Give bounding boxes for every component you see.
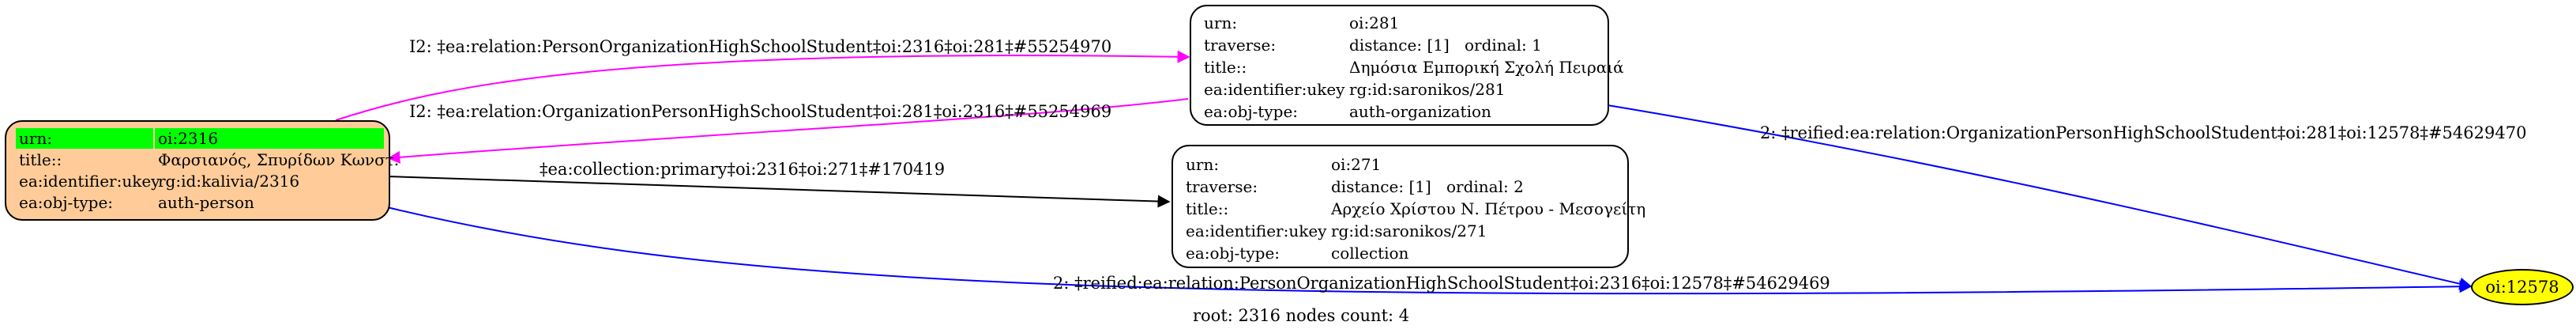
- collection-urn-value: oi:271: [1331, 155, 1382, 174]
- node-collection[interactable]: urn: oi:271 traverse: distance: [1] ordi…: [1171, 145, 1645, 268]
- person-title-key: title::: [19, 150, 62, 169]
- org-traverse-distance: distance: [1]: [1349, 36, 1450, 55]
- org-traverse-key: traverse:: [1204, 36, 1277, 55]
- person-urn-key: urn:: [16, 128, 153, 149]
- edge-org-to-person: [387, 98, 1189, 164]
- collection-title-value: Αρχείο Χρίστου Ν. Πέτρου - Μεσογείτη: [1331, 199, 1646, 218]
- edge-label-person-to-reified: 2: ‡reified:ea:relation:PersonOrganizati…: [1053, 274, 1830, 293]
- edge-person-to-org: [335, 50, 1190, 121]
- edge-org-to-reified: [1607, 104, 2473, 290]
- collection-type-key: ea:obj-type:: [1186, 244, 1280, 263]
- collection-traverse-distance: distance: [1]: [1331, 177, 1431, 196]
- node-person[interactable]: urn: oi:2316 title:: Φαρσιανός, Σπυρίδων…: [5, 120, 399, 221]
- collection-type-value: collection: [1331, 244, 1409, 263]
- person-type-key: ea:obj-type:: [19, 193, 114, 212]
- org-ukey-key: ea:identifier:ukey: [1204, 80, 1345, 99]
- reified-label: oi:12578: [2485, 278, 2559, 297]
- person-title-value: Φαρσιανός, Σπυρίδων Κωνστ.: [158, 150, 400, 169]
- person-ukey-key: ea:identifier:ukey: [19, 172, 160, 191]
- edge-label-org-to-person: I2: ‡ea:relation:OrganizationPersonHighS…: [409, 102, 1112, 121]
- collection-ukey-key: ea:identifier:ukey: [1186, 221, 1327, 240]
- org-title-key: title::: [1204, 58, 1247, 77]
- edge-person-to-reified: [386, 206, 2473, 295]
- org-urn-key: urn:: [1204, 13, 1238, 32]
- collection-ukey-value: rg:id:saronikos/271: [1331, 221, 1487, 240]
- node-reified[interactable]: oi:12578: [2471, 269, 2574, 305]
- person-type-value: auth-person: [158, 193, 254, 212]
- person-urn-value: oi:2316: [155, 128, 384, 149]
- org-type-key: ea:obj-type:: [1204, 102, 1299, 121]
- edge-label-person-to-org: I2: ‡ea:relation:PersonOrganizationHighS…: [409, 37, 1112, 56]
- edge-label-person-to-collection: ‡ea:collection:primary‡oi:2316‡oi:271‡#1…: [540, 160, 946, 179]
- org-urn-value: oi:281: [1349, 13, 1400, 32]
- collection-title-key: title::: [1186, 199, 1229, 218]
- org-ukey-value: rg:id:saronikos/281: [1349, 80, 1506, 99]
- org-type-value: auth-organization: [1349, 102, 1491, 121]
- collection-urn-key: urn:: [1186, 155, 1220, 174]
- edge-label-org-to-reified: 2: ‡reified:ea:relation:OrganizationPers…: [1760, 123, 2527, 142]
- person-row-urn: urn: oi:2316: [16, 128, 384, 149]
- org-traverse-ordinal: ordinal: 1: [1465, 36, 1542, 55]
- person-ukey-value: rg:id:kalivia/2316: [158, 172, 300, 191]
- collection-traverse-ordinal: ordinal: 2: [1446, 177, 1524, 196]
- node-organization[interactable]: urn: oi:281 traverse: distance: [1] ordi…: [1190, 5, 1624, 126]
- collection-traverse-key: traverse:: [1186, 177, 1258, 196]
- graph-footer: root: 2316 nodes count: 4: [1193, 306, 1410, 325]
- org-title-value: Δημόσια Εμπορική Σχολή Πειραιά: [1349, 58, 1624, 77]
- edge-person-to-collection: [386, 176, 1171, 208]
